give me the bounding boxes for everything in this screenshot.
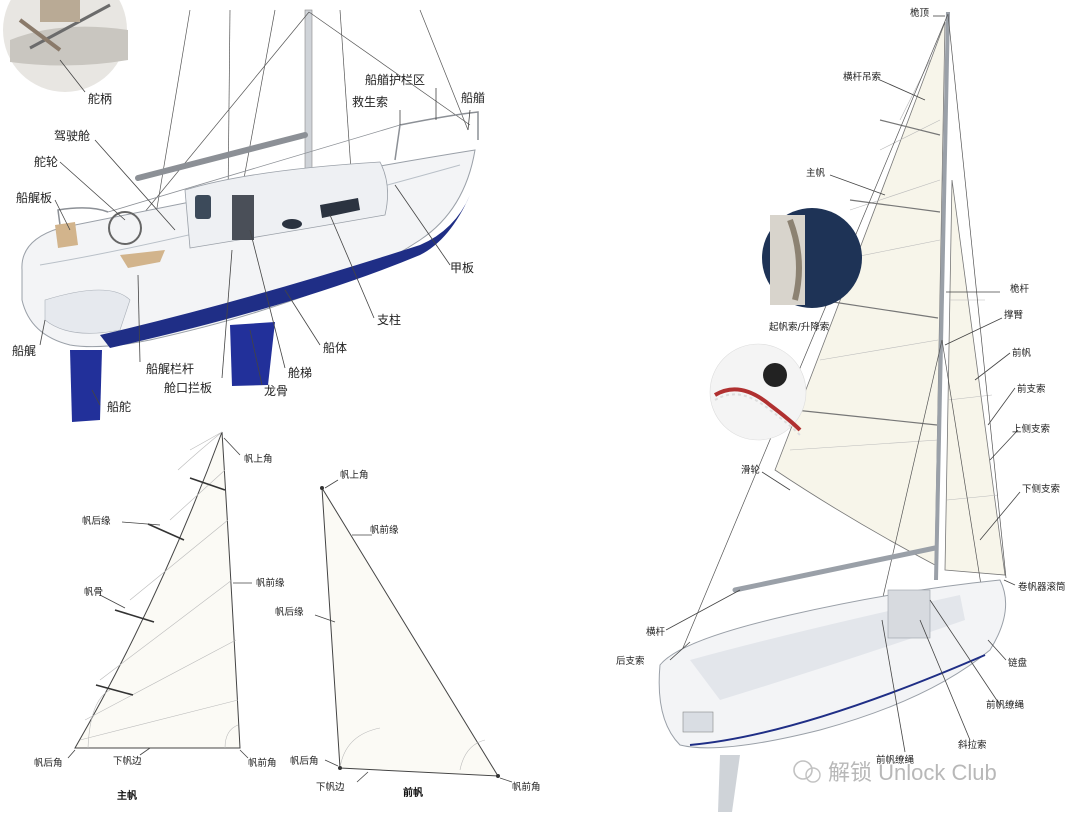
label-keel: 龙骨 — [264, 384, 288, 398]
dinghy-label-mainsail: 主帆 — [806, 167, 826, 179]
label-stern: 船艉 — [12, 344, 36, 358]
label-transom-board: 船艉板 — [16, 191, 52, 205]
label-lifeline: 救生索 — [352, 94, 388, 109]
mainsail-illustration — [67, 431, 252, 759]
label-deck: 甲板 — [450, 261, 474, 275]
jib-shape — [321, 487, 499, 777]
keel-shape — [230, 322, 275, 386]
dinghy-label-batten-pocket: 横杆吊索 — [843, 71, 881, 83]
mainsail-label-head: 帆上角 — [244, 453, 273, 465]
jib-label-tack: 帆前角 — [512, 781, 541, 793]
dinghy-label-boom: 横杆 — [646, 626, 666, 638]
mainsail-label-foot: 下帆边 — [113, 755, 142, 767]
mainsail-shape — [74, 431, 241, 749]
mainsail-batten-1 — [189, 477, 226, 491]
jib-label-foot: 下帆边 — [316, 781, 345, 793]
mainsail-label-clew: 帆后角 — [34, 757, 63, 769]
dinghy-boom — [732, 545, 938, 593]
label-companionway: 舱梯 — [288, 366, 312, 380]
label-tiller: 舵柄 — [88, 91, 112, 106]
dinghy-label-halyard: 起帆索/升降索 — [769, 321, 829, 333]
dinghy-label-spreader: 撑臂 — [1004, 309, 1024, 321]
dinghy-label-backstay: 后支索 — [616, 655, 645, 667]
jib-illustration — [314, 479, 513, 783]
hull-stripe — [100, 195, 470, 348]
wheel-shape — [108, 211, 142, 245]
jib-label-leech: 帆后缘 — [275, 606, 304, 618]
cruiser-illustration — [3, 0, 479, 422]
tiller-inset-photo — [3, 0, 128, 92]
label-hull: 船体 — [323, 341, 347, 355]
stern-pulpit-rail — [57, 207, 109, 226]
label-stanchion: 支柱 — [377, 312, 401, 327]
jib-label-clew: 帆后角 — [290, 755, 319, 767]
mainsail-label-luff: 帆前缘 — [256, 577, 285, 589]
dinghy-label-jib: 前帆 — [1012, 347, 1032, 359]
watermark: 解锁 Unlock Club — [793, 760, 997, 785]
watermark-text: 解锁 Unlock Club — [828, 760, 997, 785]
dinghy-label-jib-sheet-bottom: 前帆缭绳 — [876, 754, 915, 766]
rudder-shape — [70, 350, 102, 422]
mainsail-label-name: 主帆 — [117, 789, 137, 802]
mainsail-batten-2 — [147, 523, 185, 541]
label-hatch-board: 舱口拦板 — [164, 381, 212, 395]
dinghy-label-mast: 桅杆 — [1010, 283, 1030, 295]
jib-label-head: 帆上角 — [340, 469, 369, 481]
dinghy-illustration — [658, 11, 1021, 812]
cruiser-mast — [304, 9, 313, 181]
bow-pulpit-rail — [394, 111, 479, 161]
jib-label-name: 前帆 — [403, 786, 423, 799]
dinghy-label-block: 滑轮 — [741, 464, 761, 476]
dinghy-stripe — [689, 654, 986, 746]
dinghy-label-forestay: 前支索 — [1017, 383, 1046, 395]
dinghy-label-jib-sheet-right: 前帆缭绳 — [986, 699, 1025, 711]
dinghy-label-masthead: 桅顶 — [910, 7, 930, 19]
mainsail-label-batten: 帆骨 — [84, 586, 103, 598]
dinghy-mast — [934, 11, 950, 581]
jib-label-luff: 帆前缘 — [370, 524, 399, 536]
mainsail-batten-3 — [114, 609, 155, 623]
dinghy-rudder — [718, 755, 740, 812]
dinghy-label-upper-shroud: 上侧支索 — [1012, 423, 1050, 435]
label-bow: 船艏 — [461, 91, 485, 105]
companionway-opening — [232, 195, 254, 240]
dinghy-label-vang: 斜拉索 — [958, 739, 987, 751]
dinghy-label-lower-shroud: 下侧支索 — [1022, 483, 1060, 495]
label-bow-pulpit: 船艏护栏区 — [365, 72, 425, 87]
label-cockpit: 驾驶舱 — [54, 128, 90, 143]
dinghy-jib — [944, 179, 1006, 576]
label-stern-rail: 船艉栏杆 — [146, 361, 194, 376]
wechat-icon — [793, 760, 813, 780]
dinghy-label-chainplate: 链盘 — [1008, 657, 1028, 669]
dinghy-label-furler: 卷帆器滚筒 — [1018, 581, 1066, 593]
label-wheel: 舵轮 — [34, 154, 58, 169]
mainsail-batten-4 — [95, 684, 134, 696]
cruiser-boom — [135, 132, 308, 181]
mainsail-label-leech: 帆后缘 — [82, 515, 111, 527]
label-rudder: 船舵 — [107, 399, 131, 414]
mainsail-label-tack: 帆前角 — [248, 757, 277, 769]
